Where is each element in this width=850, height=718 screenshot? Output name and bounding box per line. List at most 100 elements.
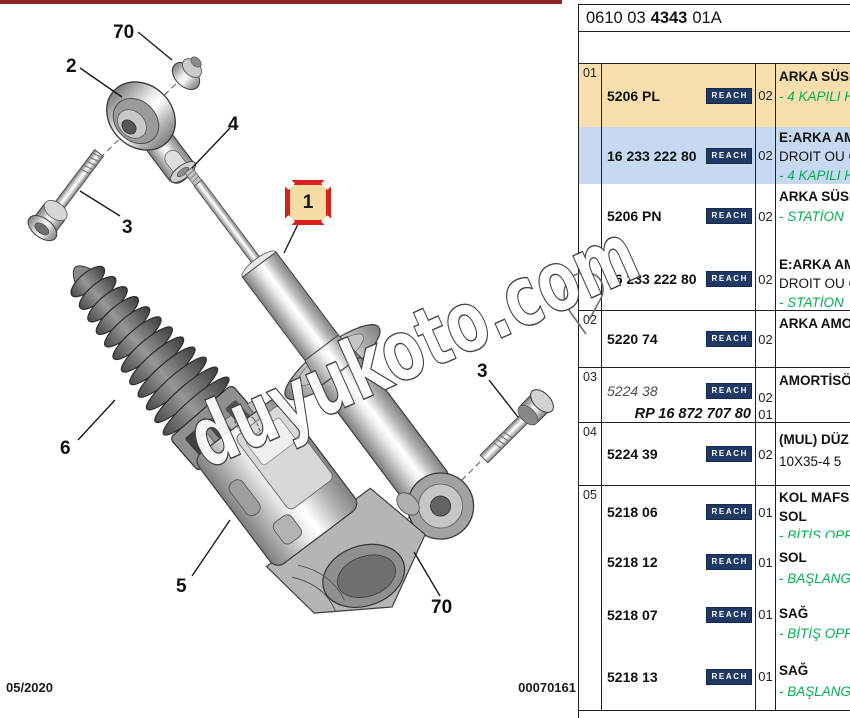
table-row[interactable]: 5218 12 REACH 01 SOL - BAŞLANG: [579, 538, 850, 586]
desc-line: ARKA SÜSP: [779, 189, 850, 204]
desc-line: KOL MAFSA: [779, 490, 850, 505]
table-row[interactable]: 5206 PN REACH 02 ARKA SÜSP - STATİON: [579, 184, 850, 248]
edition-date: 05/2020: [6, 680, 53, 695]
reach-badge[interactable]: REACH: [705, 554, 752, 570]
table-row[interactable]: 16 233 222 80 REACH 02 E:ARKA AM DROIT O…: [579, 248, 850, 310]
ref-cell: [579, 184, 602, 248]
reach-badge[interactable]: REACH: [705, 606, 752, 623]
qty-cell: 02: [755, 423, 776, 485]
callout-2[interactable]: 2: [66, 56, 77, 77]
ref-cell: [579, 64, 602, 127]
table-group-05: 05 5218 06 REACH 01 KOL MAFSA SOL - BİTİ…: [579, 486, 850, 711]
callout-5[interactable]: 5: [176, 576, 187, 597]
reach-badge[interactable]: REACH: [705, 271, 752, 287]
desc-line: - STATİON: [779, 295, 844, 310]
part1-hotspot-box[interactable]: 1: [282, 177, 334, 228]
desc-line: 10X35-4 5: [779, 454, 842, 469]
table-body: 01 5206 PL REACH 02 ARKA SÜSP - 4 KAPILI…: [579, 63, 850, 711]
ref-cell: [579, 486, 602, 538]
part-cell: 16 233 222 80 REACH: [602, 127, 755, 184]
desc-line: AMORTİSÖ: [779, 373, 850, 388]
callout-3-right[interactable]: 3: [477, 361, 488, 382]
part-cell: 5218 06 REACH: [602, 486, 755, 538]
bolt-drawing-right: [479, 389, 554, 464]
desc-cell: ARKA SÜSP - STATİON: [776, 184, 850, 248]
table-row[interactable]: 5224 38 REACH 02 AMORTİSÖ: [579, 368, 850, 406]
desc-line: DROIT OU G: [779, 276, 850, 291]
table-row[interactable]: 5206 PL REACH 02 ARKA SÜSP - 4 KAPILI H: [579, 64, 850, 127]
table-row[interactable]: 5224 39 REACH 02 (MUL) DÜZ 10X35-4 5: [579, 423, 850, 485]
desc-line: - BİTİŞ OPR: [779, 626, 850, 641]
desc-line: - 4 KAPILI H: [779, 168, 850, 183]
corner-mark: [282, 177, 295, 190]
part-cell: 5218 12 REACH: [602, 538, 755, 586]
callout-6[interactable]: 6: [60, 438, 71, 459]
desc-cell: E:ARKA AM DROIT OU G - STATİON: [776, 248, 850, 310]
part-number: 5218 07: [607, 606, 658, 623]
ref-cell: [579, 586, 602, 643]
table-row[interactable]: 16 233 222 80 REACH 02 E:ARKA AM DROIT O…: [579, 127, 850, 184]
desc-cell: SOL - BAŞLANG: [776, 538, 850, 586]
ref-cell: [579, 406, 602, 422]
callout-3-left[interactable]: 3: [122, 217, 133, 238]
ref-cell: [579, 368, 602, 406]
qty-cell: 02: [755, 368, 776, 406]
qty-cell: 01: [755, 643, 776, 710]
part-cell: 5218 13 REACH: [602, 643, 755, 710]
desc-line: - BAŞLANG: [779, 571, 850, 586]
reach-badge[interactable]: REACH: [705, 331, 752, 347]
qty-cell: 01: [755, 406, 776, 422]
bolt-drawing-left: [27, 149, 105, 242]
ref-number: 04: [583, 425, 597, 439]
drawing-number: 00070161: [518, 680, 576, 695]
part-cell: 16 233 222 80 REACH: [602, 248, 755, 310]
qty-cell: 02: [755, 248, 776, 310]
reach-badge[interactable]: REACH: [705, 668, 752, 685]
part-cell: 5218 07 REACH: [602, 586, 755, 643]
document-code: 0610 03 4343 01A: [579, 4, 850, 32]
reach-badge[interactable]: REACH: [705, 446, 752, 462]
table-group-02: 02 5220 74 REACH 02 ARKA AMO: [579, 311, 850, 368]
part-number: 5218 13: [607, 668, 658, 685]
qty-cell: 01: [755, 486, 776, 538]
part-cell: RP 16 872 707 80: [602, 406, 755, 422]
reach-badge[interactable]: REACH: [705, 87, 752, 104]
desc-cell: (MUL) DÜZ 10X35-4 5: [776, 423, 850, 485]
part-number: 5224 38: [607, 383, 658, 399]
bump-stop-drawing: [70, 265, 260, 471]
reach-badge[interactable]: REACH: [705, 208, 752, 224]
ref-cell: [579, 538, 602, 586]
qty-cell: 02: [755, 64, 776, 127]
callout-70-bottom[interactable]: 70: [431, 597, 452, 618]
reach-badge[interactable]: REACH: [705, 147, 752, 164]
reach-badge[interactable]: REACH: [705, 504, 752, 520]
part-number: 5224 39: [607, 446, 658, 462]
exploded-diagram: 70 2 4 3 6 5 3 70: [27, 22, 554, 618]
part-number: 5218 12: [607, 554, 658, 570]
table-row[interactable]: 5218 13 REACH 01 SAĞ - BAŞLANG: [579, 643, 850, 710]
reach-badge[interactable]: REACH: [705, 382, 752, 399]
desc-line: SOL: [779, 550, 807, 565]
table-group-04: 04 5224 39 REACH 02 (MUL) DÜZ 10X35-4 5: [579, 423, 850, 486]
callout-70-top[interactable]: 70: [113, 22, 134, 43]
qty-cell: 01: [755, 538, 776, 586]
desc-line: SOL: [779, 509, 807, 524]
table-row[interactable]: 5218 07 REACH 01 SAĞ - BİTİŞ OPR: [579, 586, 850, 643]
ref-cell: [579, 311, 602, 367]
part-cell: 5224 39 REACH: [602, 423, 755, 485]
table-row[interactable]: 5218 06 REACH 01 KOL MAFSA SOL - BİTİŞ O…: [579, 486, 850, 538]
ref-number: 01: [583, 66, 597, 80]
part-cell: 5206 PN REACH: [602, 184, 755, 248]
desc-line: - BİTİŞ OPR: [779, 528, 850, 538]
hidden-detail-dashed-ellipse: [233, 410, 261, 440]
table-row[interactable]: RP 16 872 707 80 01: [579, 406, 850, 422]
part-number: 16 233 222 80: [607, 147, 697, 164]
desc-line: ARKA AMO: [779, 316, 850, 331]
top-red-rule: [0, 0, 562, 4]
table-row[interactable]: 5220 74 REACH 02 ARKA AMO: [579, 311, 850, 367]
desc-line: DROIT OU G: [779, 149, 850, 164]
qty-cell: 02: [755, 127, 776, 184]
desc-line: SAĞ: [779, 606, 809, 621]
callout-4[interactable]: 4: [228, 114, 239, 135]
